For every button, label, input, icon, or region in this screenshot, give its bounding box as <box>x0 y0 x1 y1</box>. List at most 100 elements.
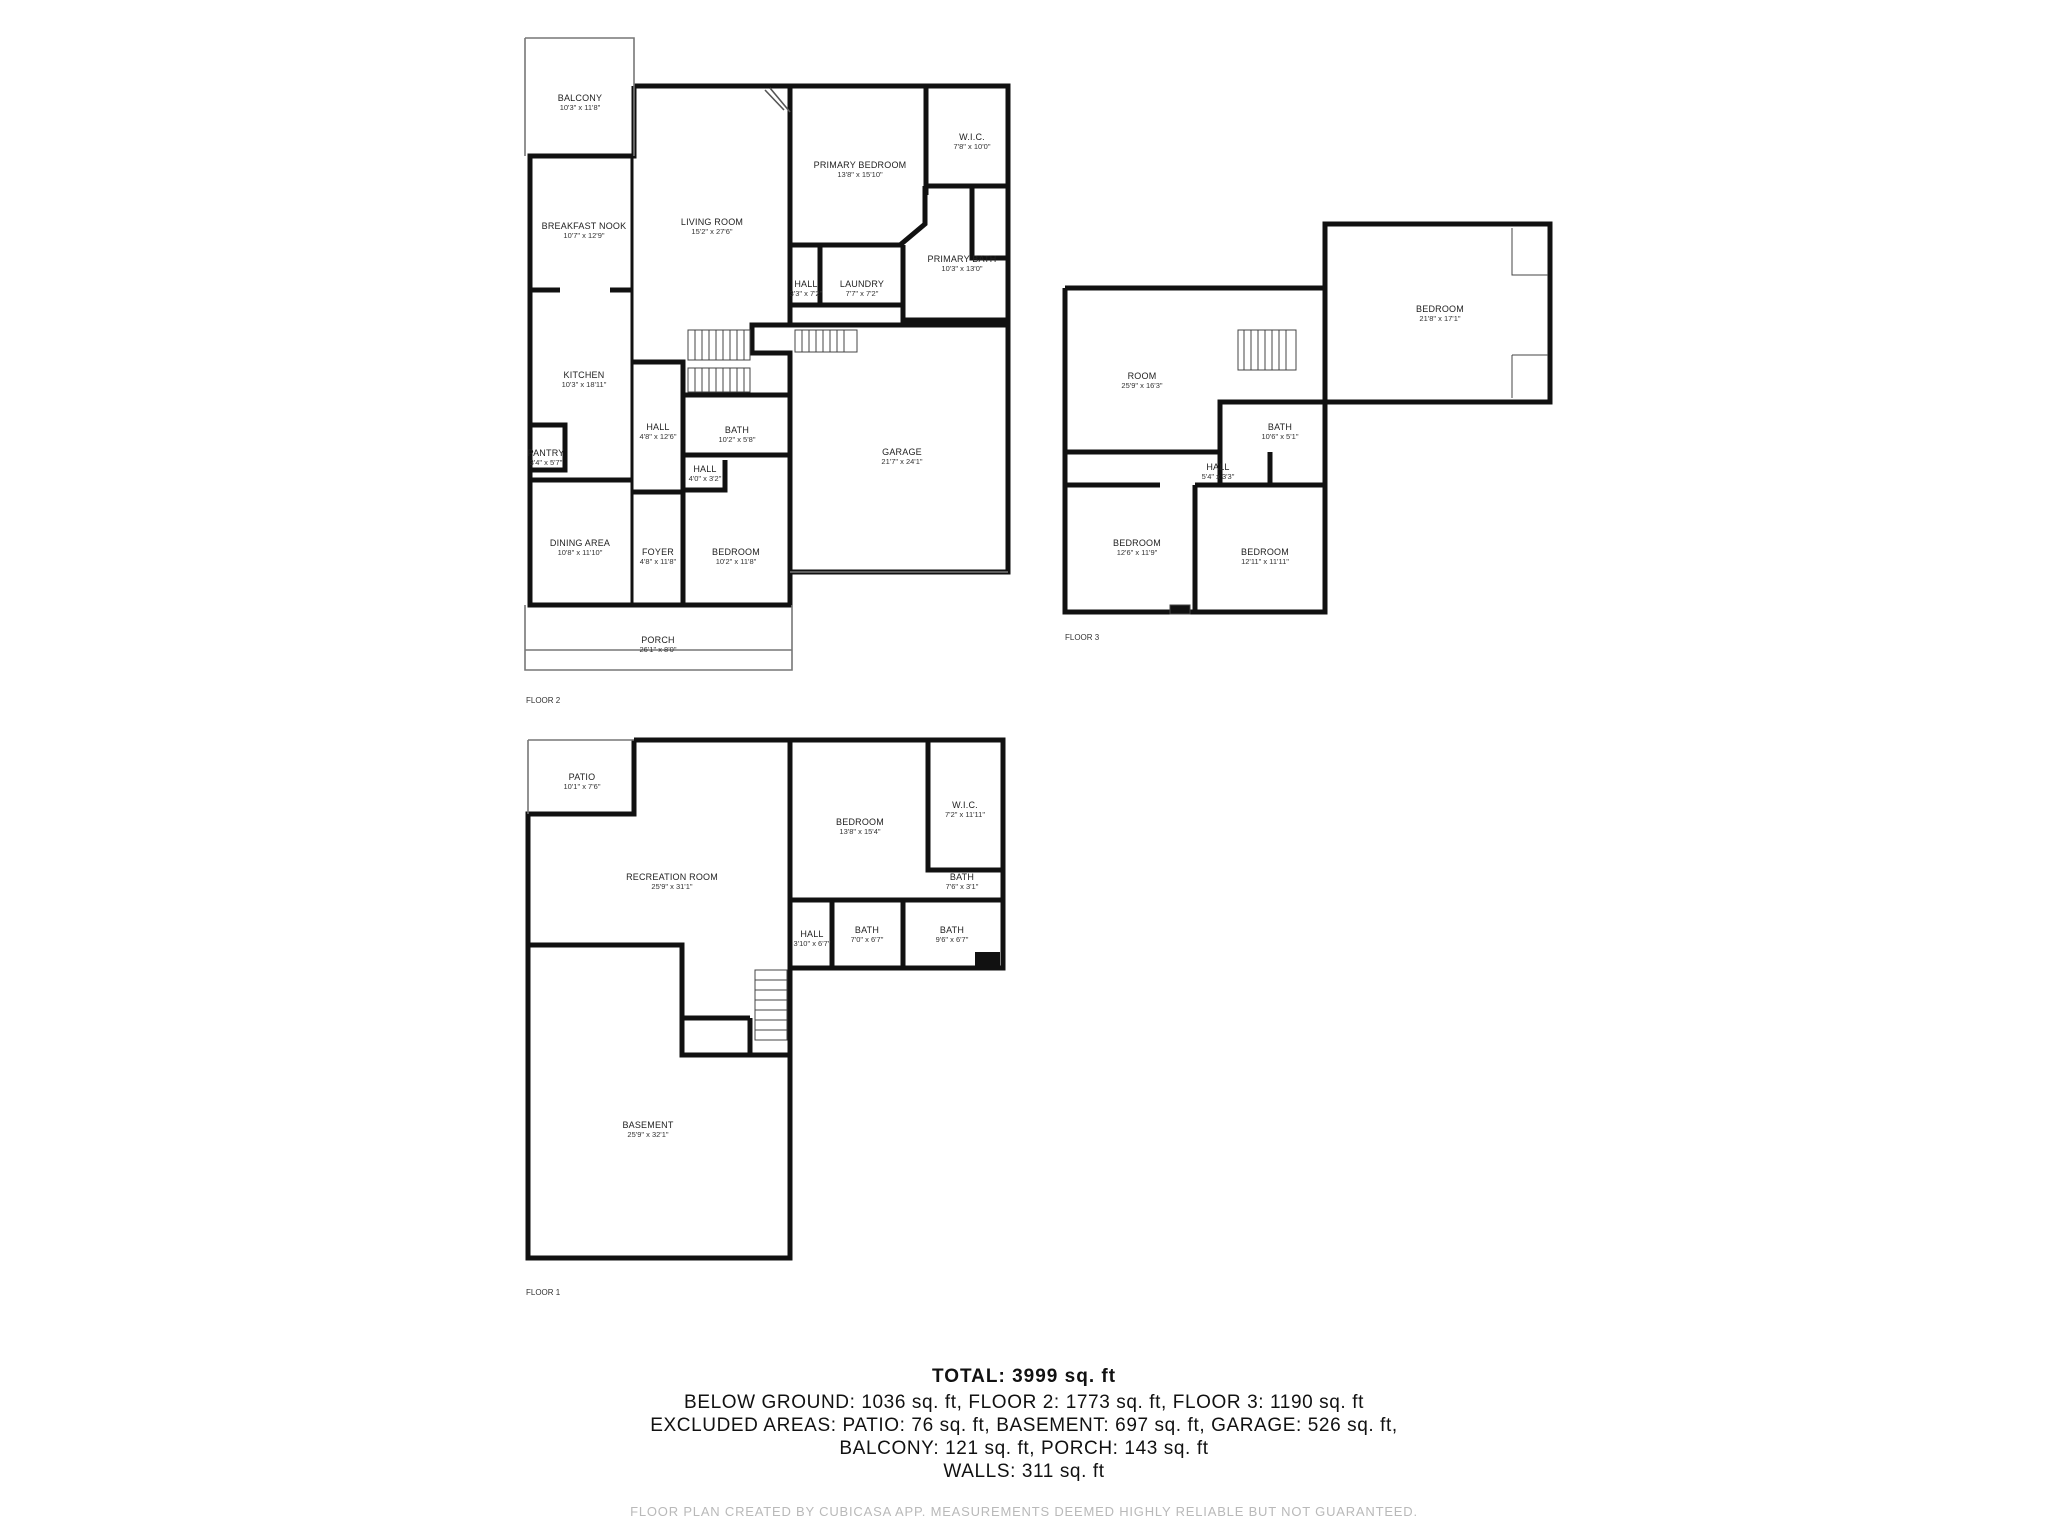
room-bedroom-floor1: BEDROOM 13'8" x 15'4" <box>836 817 884 836</box>
svg-text:BEDROOM: BEDROOM <box>836 817 884 827</box>
svg-text:LAUNDRY: LAUNDRY <box>840 279 884 289</box>
svg-text:FOYER: FOYER <box>642 547 674 557</box>
svg-text:GARAGE: GARAGE <box>882 447 922 457</box>
room-bath-floor3: BATH 10'6" x 5'1" <box>1262 422 1299 441</box>
svg-text:KITCHEN: KITCHEN <box>564 370 605 380</box>
svg-text:7'6" x 3'1": 7'6" x 3'1" <box>946 882 979 891</box>
svg-text:4'8" x 12'6": 4'8" x 12'6" <box>640 432 677 441</box>
floor-2-stairs <box>687 329 858 393</box>
svg-text:13'8" x 15'4": 13'8" x 15'4" <box>839 827 880 836</box>
svg-text:7'2" x 11'11": 7'2" x 11'11" <box>945 810 985 819</box>
floor-2-outdoor <box>524 37 1008 671</box>
floor-3-label: FLOOR 3 <box>1065 633 1100 642</box>
room-hall-floor1: HALL 3'10" x 6'7" <box>794 929 831 948</box>
room-primary-bedroom: PRIMARY BEDROOM 13'8" x 15'10" <box>814 160 906 179</box>
svg-text:LIVING ROOM: LIVING ROOM <box>681 217 743 227</box>
svg-text:3'3" x 7'2": 3'3" x 7'2" <box>790 289 823 298</box>
svg-text:HALL: HALL <box>693 464 716 474</box>
svg-text:BATH: BATH <box>725 425 749 435</box>
room-room-floor3: ROOM 25'9" x 16'3" <box>1121 371 1162 390</box>
room-living-room: LIVING ROOM 15'2" x 27'6" <box>681 217 743 236</box>
room-bedroom-floor3-b: BEDROOM 12'6" x 11'9" <box>1113 538 1161 557</box>
floor-2-plan <box>527 83 1011 608</box>
svg-text:10'7" x 12'9": 10'7" x 12'9" <box>563 231 604 240</box>
svg-text:BEDROOM: BEDROOM <box>712 547 760 557</box>
svg-text:12'11" x 11'11": 12'11" x 11'11" <box>1241 557 1289 566</box>
svg-text:10'3" x 13'0": 10'3" x 13'0" <box>941 264 982 273</box>
room-bedroom-floor3-c: BEDROOM 12'11" x 11'11" <box>1241 547 1289 566</box>
floor-3-details <box>1169 228 1548 615</box>
svg-text:10'3" x 18'11": 10'3" x 18'11" <box>562 380 607 389</box>
room-hall-floor2-c: HALL 4'0" x 3'2" <box>689 464 722 483</box>
area-breakdown-line-3: BALCONY: 121 sq. ft, PORCH: 143 sq. ft <box>839 1438 1209 1459</box>
floor-2-label: FLOOR 2 <box>526 696 561 705</box>
svg-text:BATH: BATH <box>940 925 964 935</box>
room-basement: BASEMENT 25'9" x 32'1" <box>622 1120 673 1139</box>
svg-text:21'8" x 17'1": 21'8" x 17'1" <box>1419 314 1460 323</box>
area-breakdown-line-4: WALLS: 311 sq. ft <box>943 1461 1105 1482</box>
svg-text:7'8" x 10'0": 7'8" x 10'0" <box>954 142 991 151</box>
room-dining-area: DINING AREA 10'8" x 11'10" <box>550 538 610 557</box>
room-wic-floor1: W.I.C. 7'2" x 11'11" <box>945 800 985 819</box>
svg-text:10'2" x 11'8": 10'2" x 11'8" <box>716 557 757 566</box>
svg-text:HALL: HALL <box>646 422 669 432</box>
area-breakdown-line-2: EXCLUDED AREAS: PATIO: 76 sq. ft, BASEME… <box>650 1415 1398 1436</box>
room-wic-floor2: W.I.C. 7'8" x 10'0" <box>954 132 991 151</box>
svg-text:4'8" x 11'8": 4'8" x 11'8" <box>640 557 677 566</box>
svg-text:W.I.C.: W.I.C. <box>959 132 985 142</box>
svg-text:10'3" x 11'8": 10'3" x 11'8" <box>560 103 601 112</box>
svg-text:PATIO: PATIO <box>569 772 596 782</box>
svg-text:BATH: BATH <box>950 872 974 882</box>
room-laundry: LAUNDRY 7'7" x 7'2" <box>840 279 884 298</box>
svg-text:PANTRY: PANTRY <box>528 448 565 458</box>
svg-text:10'2" x 5'8": 10'2" x 5'8" <box>719 435 756 444</box>
total-area: TOTAL: 3999 sq. ft <box>931 1366 1117 1387</box>
room-hall-floor2-b: HALL 4'8" x 12'6" <box>640 422 677 441</box>
room-bedroom-floor2: BEDROOM 10'2" x 11'8" <box>712 547 760 566</box>
room-balcony: BALCONY 10'3" x 11'8" <box>558 93 602 112</box>
svg-text:9'6" x 6'7": 9'6" x 6'7" <box>936 935 969 944</box>
room-patio: PATIO 10'1" x 7'6" <box>564 772 601 791</box>
svg-text:5'4" x 3'3": 5'4" x 3'3" <box>1202 472 1235 481</box>
svg-text:3'4" x 5'7": 3'4" x 5'7" <box>530 458 563 467</box>
floor-3-plan <box>1062 221 1553 615</box>
svg-text:4'0" x 3'2": 4'0" x 3'2" <box>689 474 722 483</box>
svg-text:ROOM: ROOM <box>1128 371 1157 381</box>
svg-text:25'9" x 16'3": 25'9" x 16'3" <box>1121 381 1162 390</box>
room-foyer: FOYER 4'8" x 11'8" <box>640 547 677 566</box>
room-primary-bath: PRIMARY BATH 10'3" x 13'0" <box>928 254 997 273</box>
room-hall-floor2-a: HALL 3'3" x 7'2" <box>790 279 823 298</box>
svg-text:12'6" x 11'9": 12'6" x 11'9" <box>1117 548 1158 557</box>
svg-text:13'8" x 15'10": 13'8" x 15'10" <box>837 170 883 179</box>
room-bath-floor1-b: BATH 7'0" x 6'7" <box>851 925 884 944</box>
svg-text:10'1" x 7'6": 10'1" x 7'6" <box>564 782 601 791</box>
svg-text:DINING AREA: DINING AREA <box>550 538 610 548</box>
room-garage: GARAGE 21'7" x 24'1" <box>881 447 922 466</box>
floor-1-plan <box>525 737 1006 1261</box>
area-breakdown-line-1: BELOW GROUND: 1036 sq. ft, FLOOR 2: 1773… <box>684 1392 1364 1413</box>
svg-text:HALL: HALL <box>1206 462 1229 472</box>
room-recreation-room: RECREATION ROOM 25'9" x 31'1" <box>626 872 718 891</box>
floor-1-label: FLOOR 1 <box>526 1288 561 1297</box>
room-breakfast-nook: BREAKFAST NOOK 10'7" x 12'9" <box>542 221 626 240</box>
svg-text:10'8" x 11'10": 10'8" x 11'10" <box>558 548 603 557</box>
room-bath-floor1-a: BATH 7'6" x 3'1" <box>946 872 979 891</box>
room-bath-floor1-c: BATH 9'6" x 6'7" <box>936 925 969 944</box>
svg-text:PORCH: PORCH <box>641 635 675 645</box>
svg-text:HALL: HALL <box>794 279 817 289</box>
svg-text:25'9" x 31'1": 25'9" x 31'1" <box>651 882 692 891</box>
room-kitchen: KITCHEN 10'3" x 18'11" <box>562 370 607 389</box>
svg-text:BEDROOM: BEDROOM <box>1241 547 1289 557</box>
floor-1-details <box>527 739 1000 1041</box>
svg-text:BATH: BATH <box>855 925 879 935</box>
svg-text:BASEMENT: BASEMENT <box>622 1120 673 1130</box>
disclaimer-footer: FLOOR PLAN CREATED BY CUBICASA APP. MEAS… <box>630 1504 1418 1519</box>
room-porch: PORCH 26'1" x 8'0" <box>640 635 677 654</box>
svg-text:10'6" x 5'1": 10'6" x 5'1" <box>1262 432 1299 441</box>
svg-text:HALL: HALL <box>800 929 823 939</box>
svg-text:BATH: BATH <box>1268 422 1292 432</box>
svg-text:W.I.C.: W.I.C. <box>952 800 978 810</box>
svg-text:21'7" x 24'1": 21'7" x 24'1" <box>881 457 922 466</box>
svg-text:BEDROOM: BEDROOM <box>1113 538 1161 548</box>
